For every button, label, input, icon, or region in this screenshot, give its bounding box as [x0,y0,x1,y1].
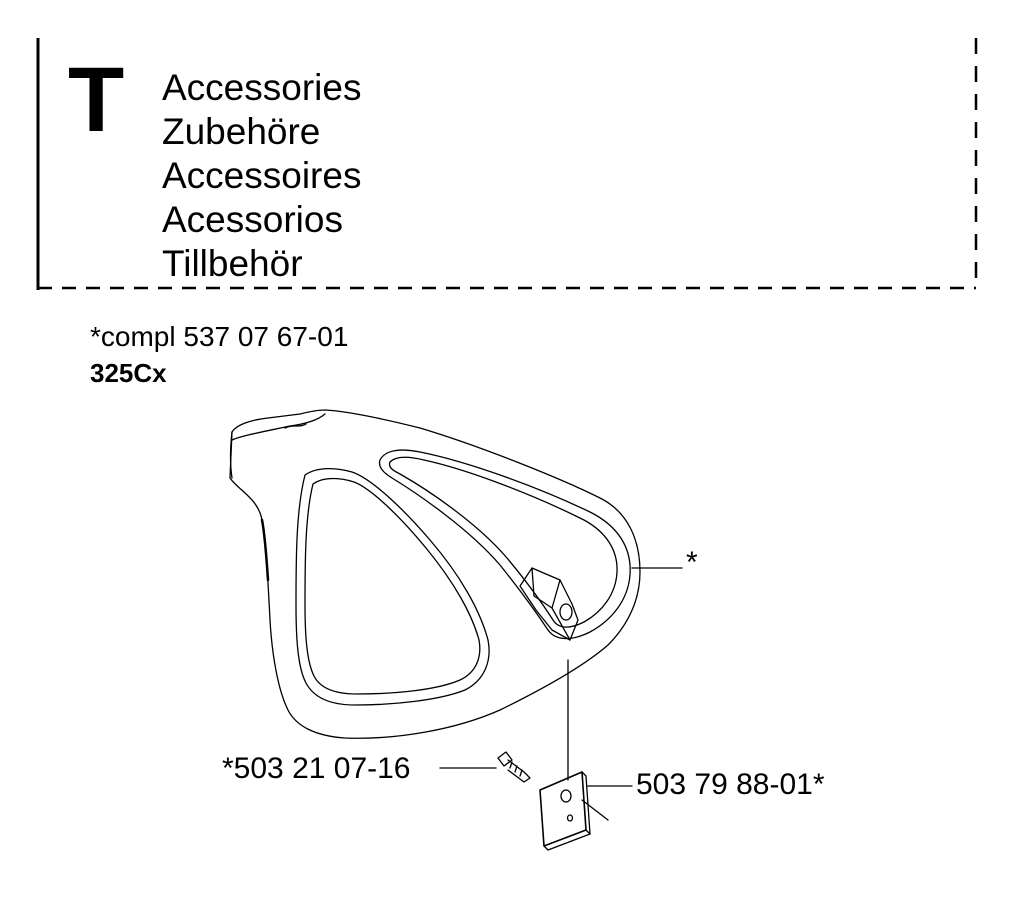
screw-icon [497,751,531,783]
complete-part-number: *compl 537 07 67-01 [90,321,349,352]
section-letter: T [68,49,125,151]
plate-part-number: 503 79 88-01* [636,768,825,801]
guard-bracket [519,567,579,641]
title-swedish: Tillbehör [162,243,303,284]
title-spanish: Acessorios [162,199,343,240]
plate-icon [539,771,591,851]
screw-part-number: *503 21 07-16 [222,752,411,785]
guard-callout: * [686,546,698,579]
guard-left-recess [295,467,490,706]
guard-right-recess [378,449,631,640]
model-number: 325Cx [90,358,167,388]
title-english: Accessories [162,67,362,108]
title-french: Accessoires [162,155,362,196]
section-header-frame [36,38,978,290]
title-german: Zubehöre [162,111,321,152]
guard-outline [229,409,641,739]
section-titles: Accessories Zubehöre Accessoires Acessor… [162,66,361,286]
